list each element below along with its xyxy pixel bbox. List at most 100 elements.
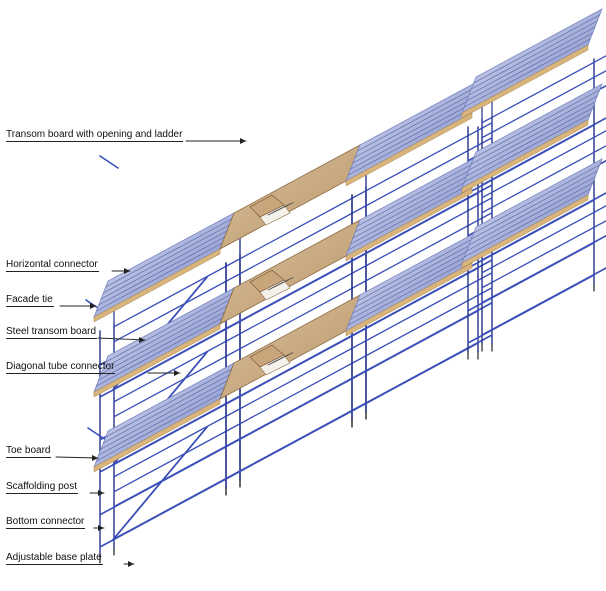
guard-rail: [365, 287, 493, 357]
board-rib: [100, 380, 228, 450]
guard-rail: [365, 197, 493, 267]
guard-rail: [365, 272, 493, 342]
board-rib: [98, 311, 226, 381]
board-rib: [95, 392, 223, 462]
board-rib: [350, 175, 478, 245]
guard-rail: [365, 137, 493, 207]
board-rib: [354, 163, 482, 233]
board-rib: [352, 244, 480, 314]
board-rib: [105, 218, 233, 288]
board-rib: [102, 299, 230, 369]
horizontal-connector: [481, 234, 606, 304]
board-rib: [357, 82, 485, 152]
label-toe-board: Toe board: [6, 445, 52, 458]
board-rib: [95, 317, 223, 387]
board-rib: [347, 256, 475, 326]
label-horizontal-connector: Horizontal connector: [6, 259, 99, 272]
board-rib: [352, 94, 480, 164]
label-adjustable-base-plate: Adjustable base plate: [6, 552, 103, 565]
leader-arrowhead: [174, 370, 180, 376]
hatch-lid: [249, 344, 285, 368]
leader-arrowhead: [98, 490, 104, 496]
label-transom-board-opening-ladder: Transom board with opening and ladder: [6, 129, 184, 142]
guard-rail: [113, 423, 241, 493]
guard-rail: [365, 212, 493, 282]
horizontal-connector: [365, 184, 493, 254]
guard-rail: [481, 130, 606, 199]
board-rib: [347, 181, 475, 251]
horizontal-connector: [365, 259, 493, 329]
board-rib: [468, 26, 596, 96]
hatch-lid: [249, 269, 285, 293]
toe-board: [461, 44, 589, 119]
horizontal-connector: [113, 437, 241, 508]
board-rib: [102, 374, 230, 444]
guard-rail: [239, 205, 367, 275]
horizontal-connector: [481, 192, 606, 261]
guard-rail: [481, 145, 606, 214]
diagonal-tube-connector: [111, 426, 209, 542]
board-rib: [470, 20, 598, 90]
callout-leaders: [55, 138, 247, 567]
board-rib: [347, 106, 475, 176]
board-rib: [357, 157, 485, 227]
horizontal-connector: [239, 252, 367, 322]
board-rib: [468, 176, 596, 246]
guard-rail: [113, 408, 241, 478]
board-rib: [100, 230, 228, 300]
board-rib: [473, 14, 601, 84]
guard-rail: [481, 220, 606, 289]
board-rib: [95, 242, 223, 312]
guard-rail: [113, 333, 241, 403]
horizontal-connector: [239, 402, 367, 472]
board-rib: [354, 238, 482, 308]
board-rib: [470, 170, 598, 240]
leader-arrowhead: [90, 303, 96, 309]
toe-board: [93, 248, 221, 323]
board-rib: [463, 38, 591, 108]
toe-board: [93, 398, 221, 473]
guard-rail: [481, 55, 606, 124]
board-rib: [98, 236, 226, 306]
board-rib: [466, 32, 594, 102]
horizontal-connector: [481, 267, 606, 336]
board-rib: [470, 95, 598, 165]
scaffold-decks: [93, 8, 603, 473]
leader-arrowhead: [92, 455, 98, 461]
board-rib: [352, 169, 480, 239]
horizontal-connector: [239, 369, 367, 440]
horizontal-connector: [365, 301, 493, 372]
callout-leader-line: [97, 337, 146, 341]
toe-board: [93, 323, 221, 398]
toe-board: [345, 112, 473, 187]
board-rib: [463, 188, 591, 258]
board-rib: [350, 100, 478, 170]
guard-rail: [365, 122, 493, 192]
toe-board: [345, 262, 473, 337]
label-scaffolding-post: Scaffolding post: [6, 481, 78, 494]
leader-arrowhead: [128, 561, 134, 567]
guard-rail: [481, 205, 606, 274]
facade-tie: [99, 155, 119, 169]
leader-arrowhead: [139, 337, 145, 343]
board-rib: [473, 164, 601, 234]
ladder-rung: [282, 202, 294, 208]
guard-rail: [239, 190, 367, 260]
board-rib: [473, 89, 601, 159]
label-facade-tie: Facade tie: [6, 294, 54, 307]
hatch-lid: [249, 194, 285, 218]
board-rib: [357, 232, 485, 302]
board-rib: [105, 368, 233, 438]
guard-rail: [239, 280, 367, 350]
board-rib: [354, 88, 482, 158]
board-rib: [463, 113, 591, 183]
guard-rail: [239, 265, 367, 335]
board-rib: [98, 386, 226, 456]
board-rib: [105, 293, 233, 363]
ladder-rung: [282, 277, 294, 283]
label-steel-transom-board: Steel transom board: [6, 326, 98, 339]
board-rib: [466, 107, 594, 177]
horizontal-connector: [365, 334, 493, 404]
facade-tie: [87, 427, 107, 441]
